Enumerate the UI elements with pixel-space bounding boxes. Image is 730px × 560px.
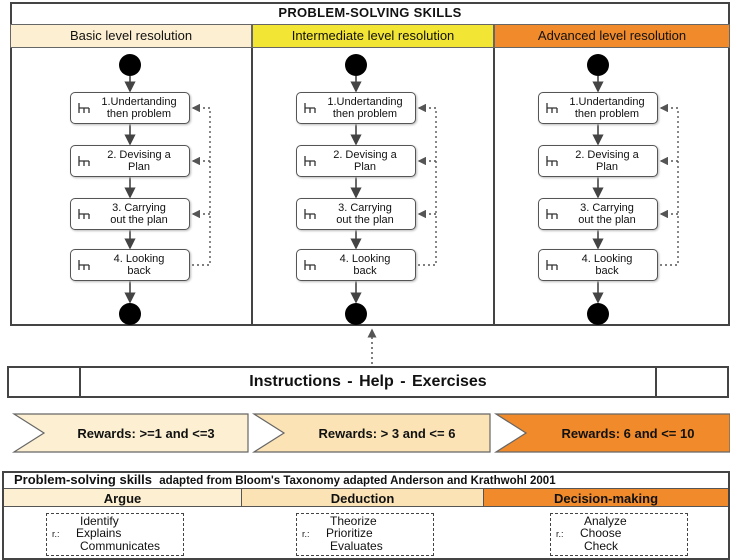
step-label: 1.Undertanding then problem	[569, 96, 645, 120]
skill-item: Choose	[580, 526, 622, 540]
start-node	[345, 54, 367, 76]
reward-basic-label: Rewards: >=1 and <=3	[77, 426, 215, 441]
deduction-skills-box	[296, 513, 434, 556]
bar-right-cap	[655, 368, 727, 396]
skill-item: Identify	[80, 514, 119, 528]
step-label: 2. Devising a Plan	[575, 149, 639, 173]
action-icon	[304, 156, 316, 166]
step-label: 3. Carrying out the plan	[336, 202, 394, 226]
start-node	[119, 54, 141, 76]
step-devising: 2. Devising a Plan	[70, 145, 190, 177]
reward-intermediate-shape	[251, 413, 491, 453]
argue-skills-list: Identify r.: Explains Communicates	[52, 515, 182, 552]
action-icon	[304, 103, 316, 113]
feedback-loop	[417, 103, 437, 266]
step-looking-back: 4. Looking back	[296, 249, 416, 281]
deduction-skills-list: Theorize r.: Prioritize Evaluates	[302, 515, 432, 552]
skill-item: Check	[584, 539, 619, 553]
step-label: 1.Undertanding then problem	[101, 96, 177, 120]
column-divider	[251, 48, 253, 326]
step-devising: 2. Devising a Plan	[296, 145, 416, 177]
page-title: PROBLEM-SOLVING SKILLS	[278, 5, 462, 20]
step-looking-back: 4. Looking back	[538, 249, 658, 281]
step-label: 3. Carrying out the plan	[110, 202, 168, 226]
skill-item: Theorize	[330, 514, 377, 528]
diagram-frame	[10, 2, 730, 326]
step-carrying-out: 3. Carrying out the plan	[296, 198, 416, 230]
skill-item: Explains	[76, 526, 122, 540]
step-label: 4. Looking back	[113, 253, 165, 277]
action-icon	[304, 260, 316, 270]
column-header-advanced: Advanced level resolution	[494, 24, 730, 48]
step-label: 1.Undertanding then problem	[327, 96, 403, 120]
reward-advanced-shape	[493, 413, 730, 453]
action-icon	[78, 103, 90, 113]
step-devising: 2. Devising a Plan	[538, 145, 658, 177]
dotted-marker-icon: r.:	[556, 529, 564, 539]
end-node	[345, 303, 367, 325]
bloom-title-subtitle: adapted from Bloom's Taxonomy adapted An…	[159, 475, 556, 487]
action-icon	[546, 260, 558, 270]
skill-item: Prioritize	[326, 526, 373, 540]
step-understanding: 1.Undertanding then problem	[538, 92, 658, 124]
column-divider	[493, 48, 495, 326]
action-icon	[78, 260, 90, 270]
end-node	[119, 303, 141, 325]
action-icon	[546, 103, 558, 113]
step-label: 4. Looking back	[339, 253, 391, 277]
step-looking-back: 4. Looking back	[70, 249, 190, 281]
skill-item: Analyze	[584, 514, 627, 528]
step-label: 3. Carrying out the plan	[578, 202, 636, 226]
start-node	[587, 54, 609, 76]
bloom-title-main: Problem-solving skills	[14, 472, 152, 487]
feedback-loop	[191, 103, 211, 266]
step-label: 2. Devising a Plan	[107, 149, 171, 173]
column-header-intermediate: Intermediate level resolution	[252, 24, 494, 48]
bar-label: Instructions - Help - Exercises	[249, 373, 487, 390]
step-carrying-out: 3. Carrying out the plan	[70, 198, 190, 230]
action-icon	[78, 209, 90, 219]
action-icon	[78, 156, 90, 166]
end-node	[587, 303, 609, 325]
bloom-title: Problem-solving skills adapted from Bloo…	[14, 472, 556, 487]
step-understanding: 1.Undertanding then problem	[70, 92, 190, 124]
column-header-basic: Basic level resolution	[10, 24, 252, 48]
reward-basic-shape	[11, 413, 249, 453]
decision-making-skills-list: Analyze r.: Choose Check	[556, 515, 686, 552]
category-header-argue: Argue	[4, 488, 242, 507]
skill-item: Communicates	[80, 539, 161, 553]
step-label: 2. Devising a Plan	[333, 149, 397, 173]
reward-advanced-label: Rewards: 6 and <= 10	[561, 426, 695, 441]
flow-connectors	[119, 54, 679, 364]
reward-intermediate-label: Rewards: > 3 and <= 6	[318, 426, 456, 441]
skill-item: Evaluates	[330, 539, 383, 553]
category-header-decision-making: Decision-making	[484, 488, 728, 507]
category-header-deduction: Deduction	[242, 488, 484, 507]
bloom-taxonomy-table	[2, 471, 730, 560]
step-carrying-out: 3. Carrying out the plan	[538, 198, 658, 230]
dotted-marker-icon: r.:	[52, 529, 60, 539]
argue-skills-box	[46, 513, 184, 556]
action-icon	[546, 209, 558, 219]
bar-left-cap	[9, 368, 81, 396]
instructions-help-exercises-bar[interactable]: Instructions - Help - Exercises	[7, 366, 729, 398]
decision-making-skills-box	[550, 513, 688, 556]
rewards-row	[11, 413, 730, 453]
action-icon	[546, 156, 558, 166]
feedback-loop	[659, 103, 679, 266]
step-label: 4. Looking back	[581, 253, 633, 277]
step-understanding: 1.Undertanding then problem	[296, 92, 416, 124]
action-icon	[304, 209, 316, 219]
dotted-marker-icon: r.:	[302, 529, 310, 539]
